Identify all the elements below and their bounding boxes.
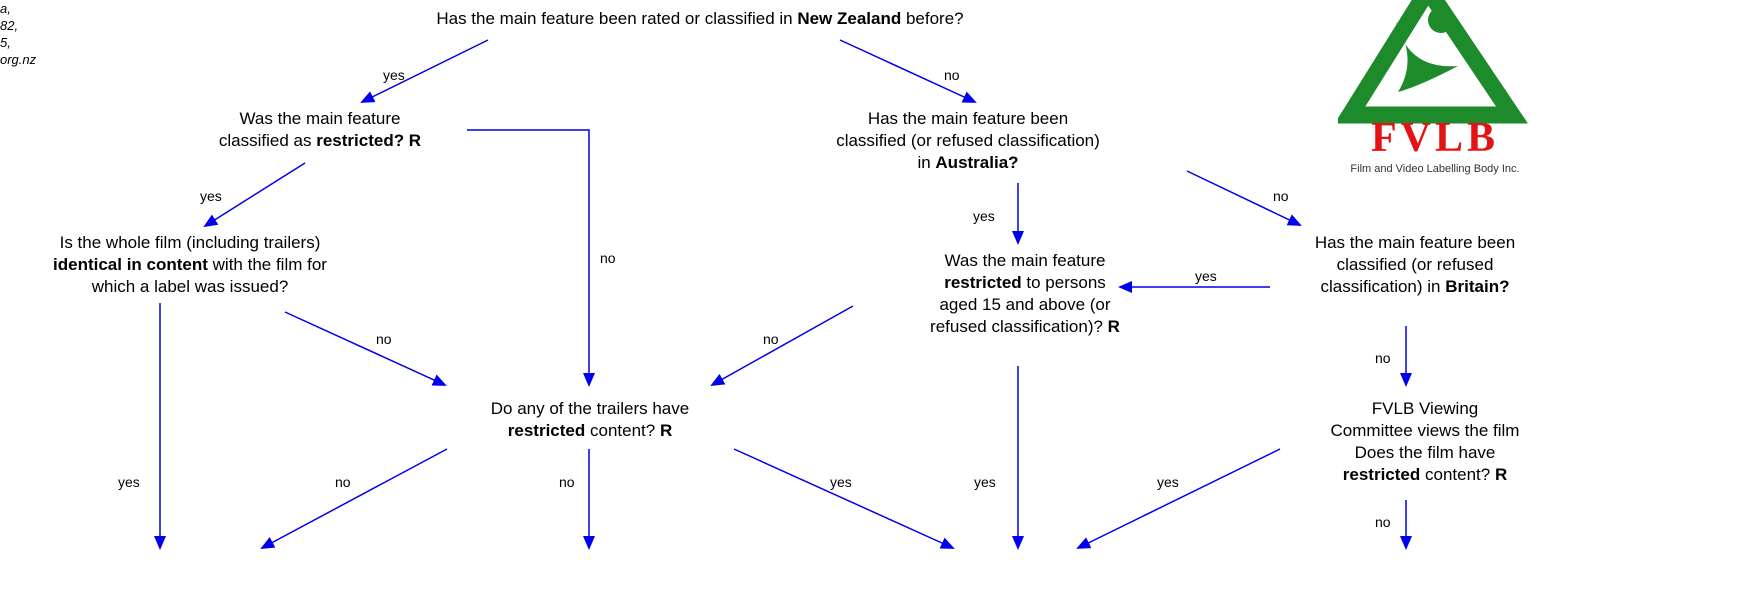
branch-label-no: no	[600, 250, 616, 266]
question-australia: Has the main feature been classified (or…	[778, 108, 1158, 174]
question-text: before?	[901, 9, 964, 28]
arrow-restricted-yes	[203, 162, 306, 228]
branch-label-no: no	[1273, 188, 1289, 204]
branch-label-yes: yes	[383, 67, 405, 83]
question-emphasis: Australia?	[935, 153, 1019, 172]
arrow-nz-yes	[360, 39, 489, 103]
branch-label-yes: yes	[200, 188, 222, 204]
question-text: to persons	[1021, 273, 1106, 292]
question-text: Is the whole film (including trailers)	[59, 233, 321, 252]
question-text: Does the film have	[1354, 443, 1496, 462]
question-trailers-restricted: Do any of the trailers have restricted c…	[400, 398, 780, 442]
question-text: Has the main feature been	[867, 109, 1069, 128]
question-emphasis: identical in content	[53, 255, 208, 274]
question-text: FVLB Viewing	[1371, 399, 1479, 418]
question-emphasis: restricted	[507, 421, 586, 440]
question-emphasis: R	[1494, 465, 1508, 484]
logo-letters: FVLB	[1370, 115, 1499, 161]
question-text: Was the main feature	[944, 251, 1106, 270]
question-britain: Has the main feature been classified (or…	[1250, 232, 1580, 298]
arrow-australia-no	[1186, 170, 1302, 226]
question-emphasis: New Zealand	[797, 9, 902, 28]
question-identical-content: Is the whole film (including trailers) i…	[0, 232, 380, 298]
question-viewing-committee: FVLB Viewing Committee views the film Do…	[1280, 398, 1570, 486]
question-text: Committee views the film	[1330, 421, 1520, 440]
arrow-trailers-no-left	[260, 448, 448, 549]
question-text: refused classification)?	[930, 317, 1108, 336]
arrow-restricted-no	[467, 129, 595, 387]
corner-text-line: a,	[0, 1, 11, 16]
question-text: in	[917, 153, 936, 172]
arrow-trailers-yes	[733, 448, 955, 549]
branch-label-no: no	[1375, 514, 1391, 530]
logo-subtitle: Film and Video Labelling Body Inc.	[1350, 163, 1520, 175]
question-text: aged 15 and above (or	[939, 295, 1111, 314]
question-text: with the film for	[207, 255, 327, 274]
corner-text-line: org.nz	[0, 52, 37, 67]
branch-label-no: no	[335, 474, 351, 490]
arrow-identical-no	[284, 311, 447, 386]
branch-label-no: no	[763, 331, 779, 347]
question-text: classified (or refused classification)	[836, 131, 1100, 150]
branch-label-yes: yes	[1195, 268, 1217, 284]
corner-text: a, 82, 5, org.nz	[0, 0, 36, 68]
question-new-zealand: Has the main feature been rated or class…	[300, 8, 1100, 30]
question-text: Has the main feature been rated or class…	[436, 9, 798, 28]
question-text: Has the main feature been	[1314, 233, 1516, 252]
branch-label-yes: yes	[118, 474, 140, 490]
branch-label-no: no	[376, 331, 392, 347]
question-australia-restricted: Was the main feature restricted to perso…	[840, 250, 1210, 338]
fvlb-logo-icon	[1338, 0, 1528, 124]
question-emphasis: R	[1107, 317, 1120, 336]
corner-text-line: 5,	[0, 35, 11, 50]
branch-label-no: no	[559, 474, 575, 490]
question-emphasis: R	[659, 421, 673, 440]
question-emphasis: restricted? R	[316, 131, 422, 150]
question-classified-restricted: Was the main feature classified as restr…	[140, 108, 500, 152]
question-text: Do any of the trailers have	[490, 399, 690, 418]
question-text: classified (or refused	[1336, 255, 1494, 274]
question-emphasis: restricted	[944, 273, 1022, 292]
branch-label-no: no	[944, 67, 960, 83]
branch-label-no: no	[1375, 350, 1391, 366]
branch-label-yes: yes	[1157, 474, 1179, 490]
arrow-aus-restricted-no	[710, 305, 854, 386]
arrow-nz-no	[839, 39, 977, 103]
corner-text-line: 82,	[0, 18, 19, 33]
question-emphasis: Britain?	[1445, 277, 1510, 296]
branch-label-yes: yes	[974, 474, 996, 490]
question-text: content?	[1420, 465, 1495, 484]
branch-label-yes: yes	[973, 208, 995, 224]
question-text: classification) in	[1320, 277, 1446, 296]
branch-label-yes: yes	[830, 474, 852, 490]
arrow-committee-yes	[1076, 448, 1281, 549]
question-text: which a label was issued?	[91, 277, 289, 296]
question-text: content?	[585, 421, 660, 440]
question-text: Was the main feature	[239, 109, 401, 128]
question-text: classified as	[218, 131, 317, 150]
question-emphasis: restricted	[1342, 465, 1421, 484]
